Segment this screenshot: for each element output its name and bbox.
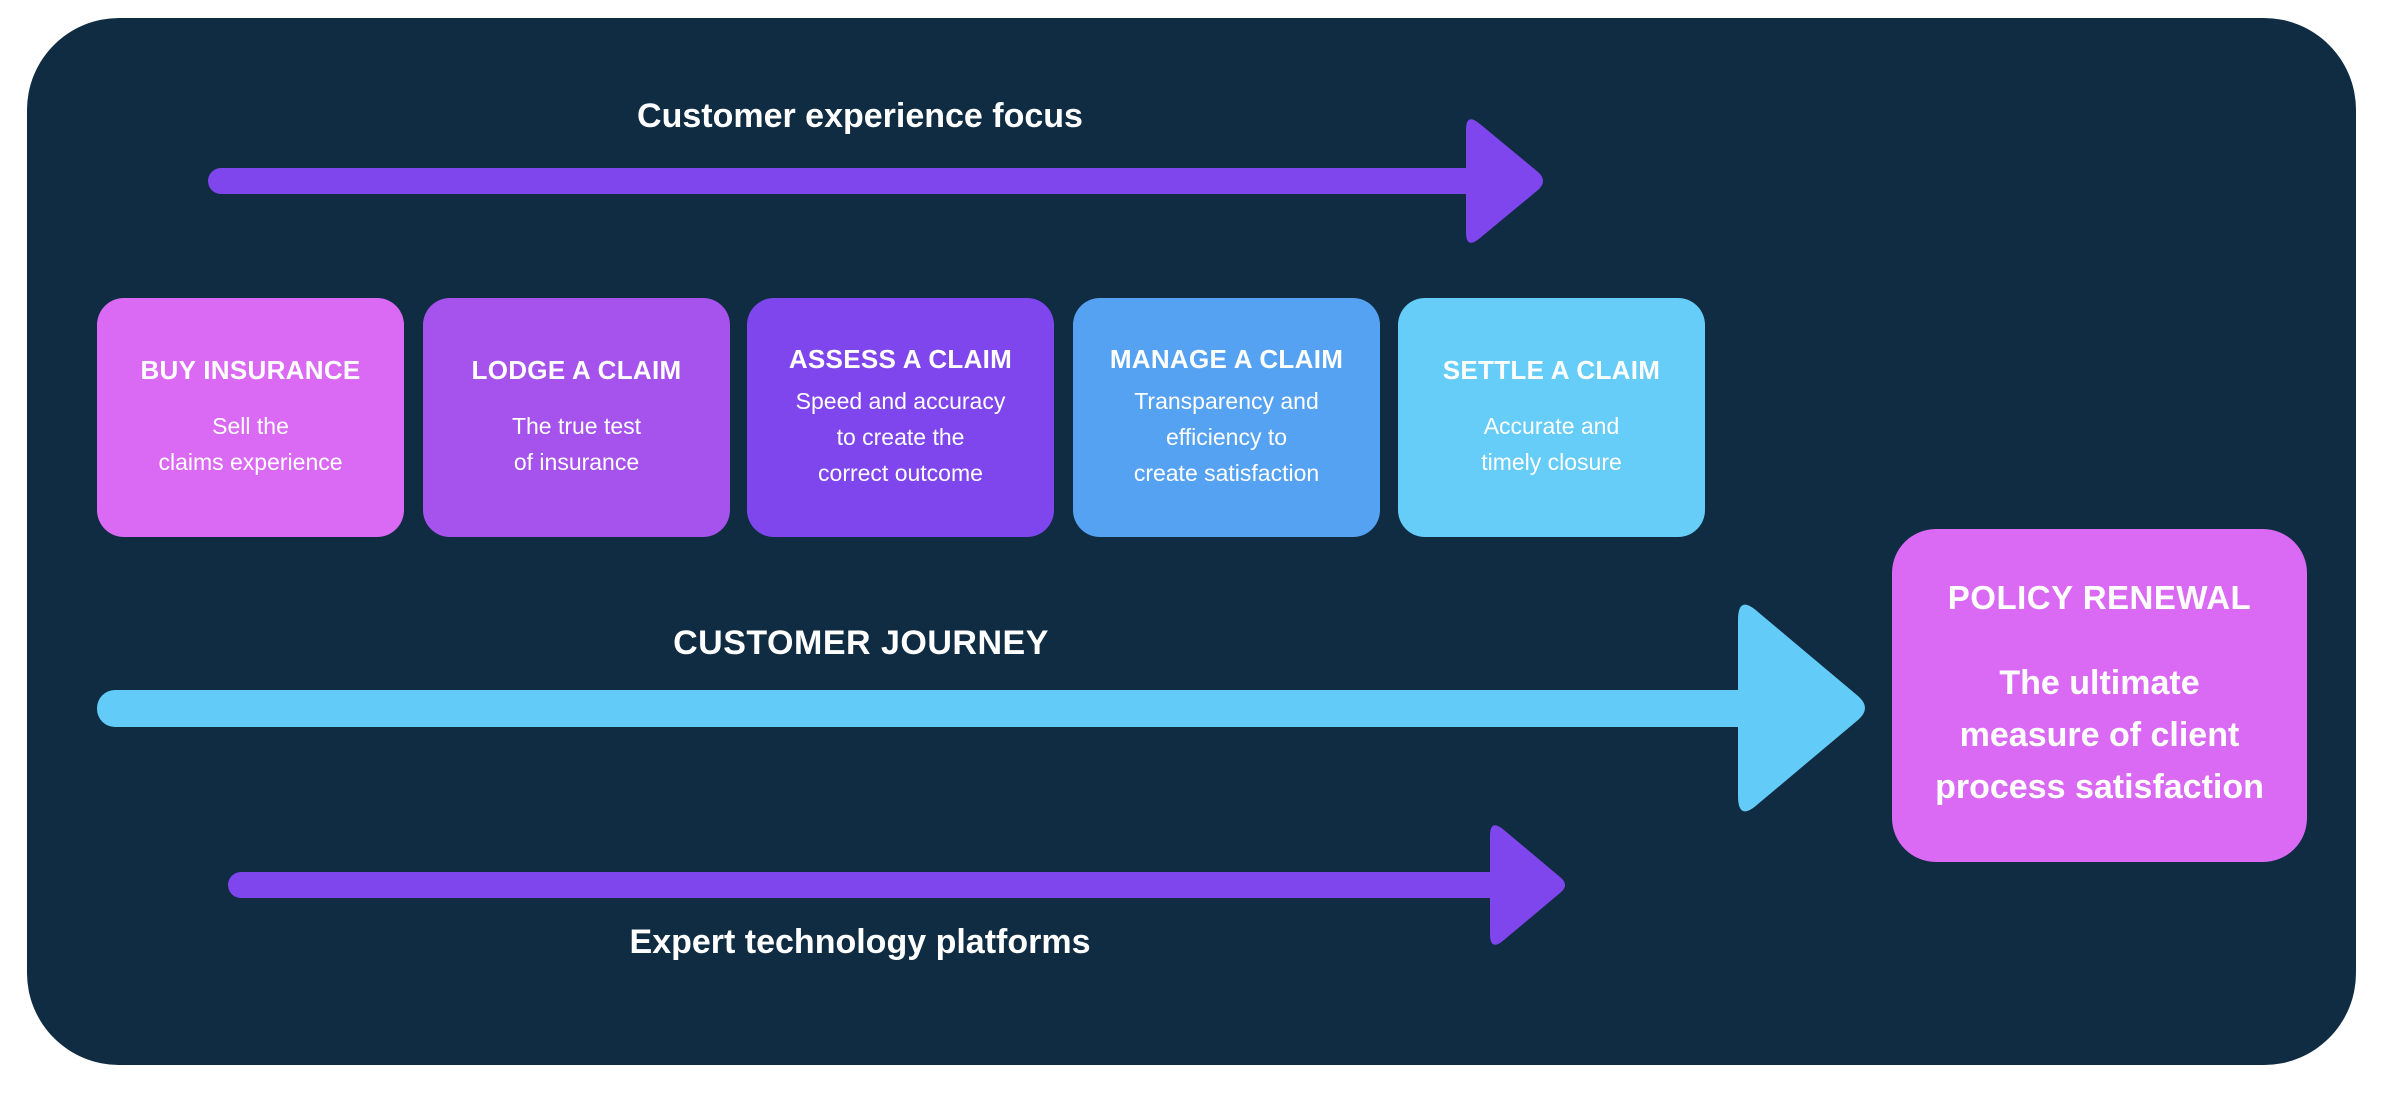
stage-title: SETTLE A CLAIM <box>1442 355 1661 385</box>
stage-description-line: timely closure <box>1481 449 1622 475</box>
stage-description-line: to create the <box>836 424 965 450</box>
policy-renewal-title: POLICY RENEWAL <box>1947 578 2252 616</box>
stage-card-lodge-a-claim: LODGE A CLAIM The true test of insurance <box>423 298 730 537</box>
customer-experience-arrow <box>208 119 1543 243</box>
stage-description-line: Accurate and <box>1483 413 1620 439</box>
stage-title: LODGE A CLAIM <box>471 355 682 385</box>
stage-description-line: Sell the <box>212 413 289 439</box>
customer-journey-arrow <box>97 604 1865 812</box>
customer-journey-arrow-shaft <box>97 690 1757 727</box>
stage-description-line: create satisfaction <box>1133 460 1320 486</box>
stage-card-buy-insurance: BUY INSURANCE Sell the claims experience <box>97 298 404 537</box>
customer-experience-arrow-shaft <box>208 168 1478 194</box>
stage-title: BUY INSURANCE <box>140 355 361 385</box>
customer-experience-focus-label: Customer experience focus <box>637 97 1083 135</box>
stage-title: MANAGE A CLAIM <box>1109 344 1344 374</box>
stage-description-line: Speed and accuracy <box>795 388 1006 414</box>
policy-renewal-line: The ultimate <box>1999 663 2200 702</box>
policy-renewal-card: POLICY RENEWAL The ultimate measure of c… <box>1892 529 2307 862</box>
expert-technology-arrow-head <box>1490 825 1565 945</box>
stage-title: ASSESS A CLAIM <box>788 344 1013 374</box>
stage-description-line: correct outcome <box>818 460 983 486</box>
stage-card-assess-a-claim: ASSESS A CLAIM Speed and accuracy to cre… <box>747 298 1054 537</box>
policy-renewal-description: The ultimate measure of client process s… <box>1935 657 2264 813</box>
stage-description-line: of insurance <box>513 449 640 475</box>
customer-experience-arrow-head <box>1466 119 1543 243</box>
stage-description-line: efficiency to <box>1165 424 1288 450</box>
expert-technology-arrow <box>228 825 1565 945</box>
expert-technology-arrow-shaft <box>228 872 1508 898</box>
stage-description: Sell the claims experience <box>158 408 342 480</box>
stage-description-line: claims experience <box>158 449 343 475</box>
policy-renewal-line: process satisfaction <box>1935 767 2264 806</box>
stage-description: Transparency and efficiency to create sa… <box>1134 383 1319 491</box>
expert-technology-platforms-label: Expert technology platforms <box>629 923 1091 961</box>
customer-journey-label: CUSTOMER JOURNEY <box>673 624 1049 662</box>
stage-description: Speed and accuracy to create the correct… <box>796 383 1006 491</box>
stage-description: Accurate and timely closure <box>1481 408 1622 480</box>
stage-card-manage-a-claim: MANAGE A CLAIM Transparency and efficien… <box>1073 298 1380 537</box>
stage-description-line: The true test <box>511 413 642 439</box>
stage-description-line: Transparency and <box>1134 388 1319 414</box>
stage-description: The true test of insurance <box>512 408 641 480</box>
customer-journey-arrow-head <box>1738 604 1865 812</box>
policy-renewal-line: measure of client <box>1959 715 2240 754</box>
stage-card-settle-a-claim: SETTLE A CLAIM Accurate and timely closu… <box>1398 298 1705 537</box>
